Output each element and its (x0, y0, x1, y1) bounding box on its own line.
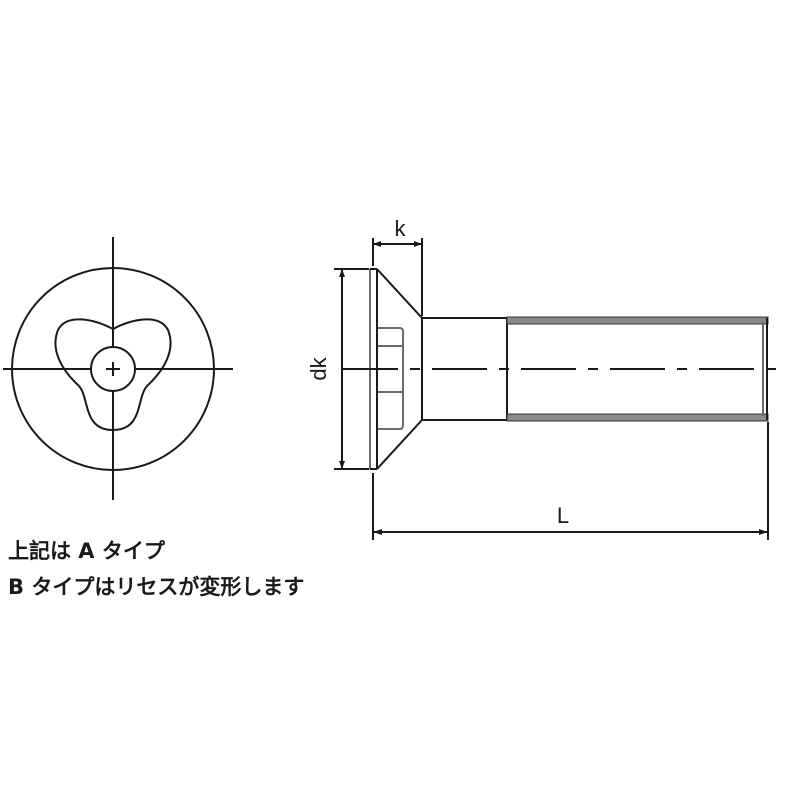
thread-top (506, 316, 769, 325)
L-label: L (557, 503, 569, 528)
dimension-L: L (372, 422, 769, 540)
screw-side-view (343, 268, 782, 470)
countersink-top (376, 268, 423, 319)
thread-bottom (506, 413, 769, 422)
note-line-2: B タイプはリセスが変形します (8, 575, 304, 599)
countersink-bottom (376, 419, 423, 470)
k-label: k (395, 216, 407, 241)
recess-outline (378, 327, 404, 430)
dk-label: dk (306, 356, 331, 380)
dimension-dk: dk (306, 268, 369, 470)
dimension-k: k (372, 216, 423, 316)
head-top-view (3, 237, 233, 500)
note-line-1: 上記は A タイプ (8, 539, 166, 563)
